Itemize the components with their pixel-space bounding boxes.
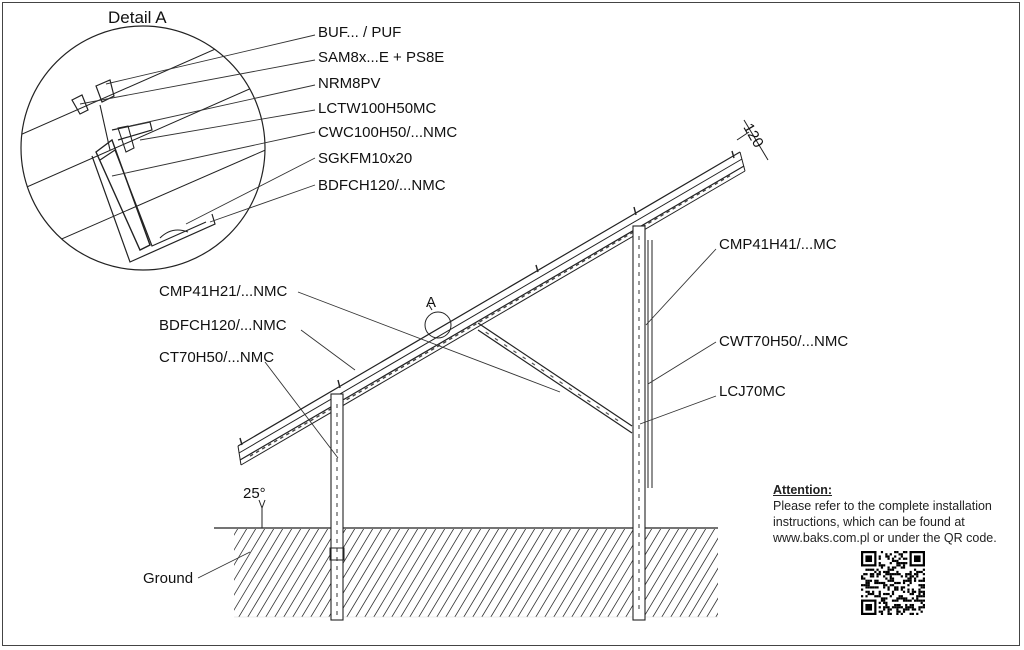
label-lcj70mc: LCJ70MC (719, 383, 786, 400)
front-post (329, 393, 345, 621)
attention-heading: Attention: (773, 483, 833, 497)
detail-leaders (79, 34, 316, 225)
label-ground: Ground (143, 570, 193, 587)
inclined-rail (237, 151, 746, 466)
dimension-120 (736, 119, 769, 161)
angle-indicator (258, 499, 266, 528)
rear-post (632, 225, 653, 621)
qr-code-icon[interactable] (859, 551, 927, 615)
panel-clamps (239, 150, 735, 446)
ground-hatch (214, 527, 718, 618)
label-bdfch120-main: BDFCH120/...NMC (159, 317, 287, 334)
detail-label-bdfch120: BDFCH120/...NMC (318, 177, 446, 194)
dimension-label: 120 (740, 121, 767, 151)
attention-text: Please refer to the complete installatio… (773, 499, 997, 545)
label-cwt70h50: CWT70H50/...NMC (719, 333, 848, 350)
label-cmp41h41: CMP41H41/...MC (719, 236, 837, 253)
callout-label-a: A (426, 294, 436, 311)
main-leaders (197, 248, 717, 579)
angle-label: 25° (243, 485, 266, 502)
callout-circle-a (424, 311, 452, 339)
detail-label-sgkfm: SGKFM10x20 (318, 150, 412, 167)
detail-a-view (20, 25, 266, 271)
detail-label-sam8: SAM8x...E + PS8E (318, 49, 444, 66)
attention-note: Attention: Please refer to the complete … (773, 482, 1018, 546)
detail-label-nrm8pv: NRM8PV (318, 75, 381, 92)
detail-label-cwc100: CWC100H50/...NMC (318, 124, 457, 141)
diagonal-brace (477, 322, 633, 434)
detail-label-buf: BUF... / PUF (318, 24, 401, 41)
label-cmp41h21: CMP41H21/...NMC (159, 283, 288, 300)
label-ct70h50: CT70H50/...NMC (159, 349, 274, 366)
detail-title: Detail A (108, 8, 167, 27)
detail-label-lctw100: LCTW100H50MC (318, 100, 437, 117)
